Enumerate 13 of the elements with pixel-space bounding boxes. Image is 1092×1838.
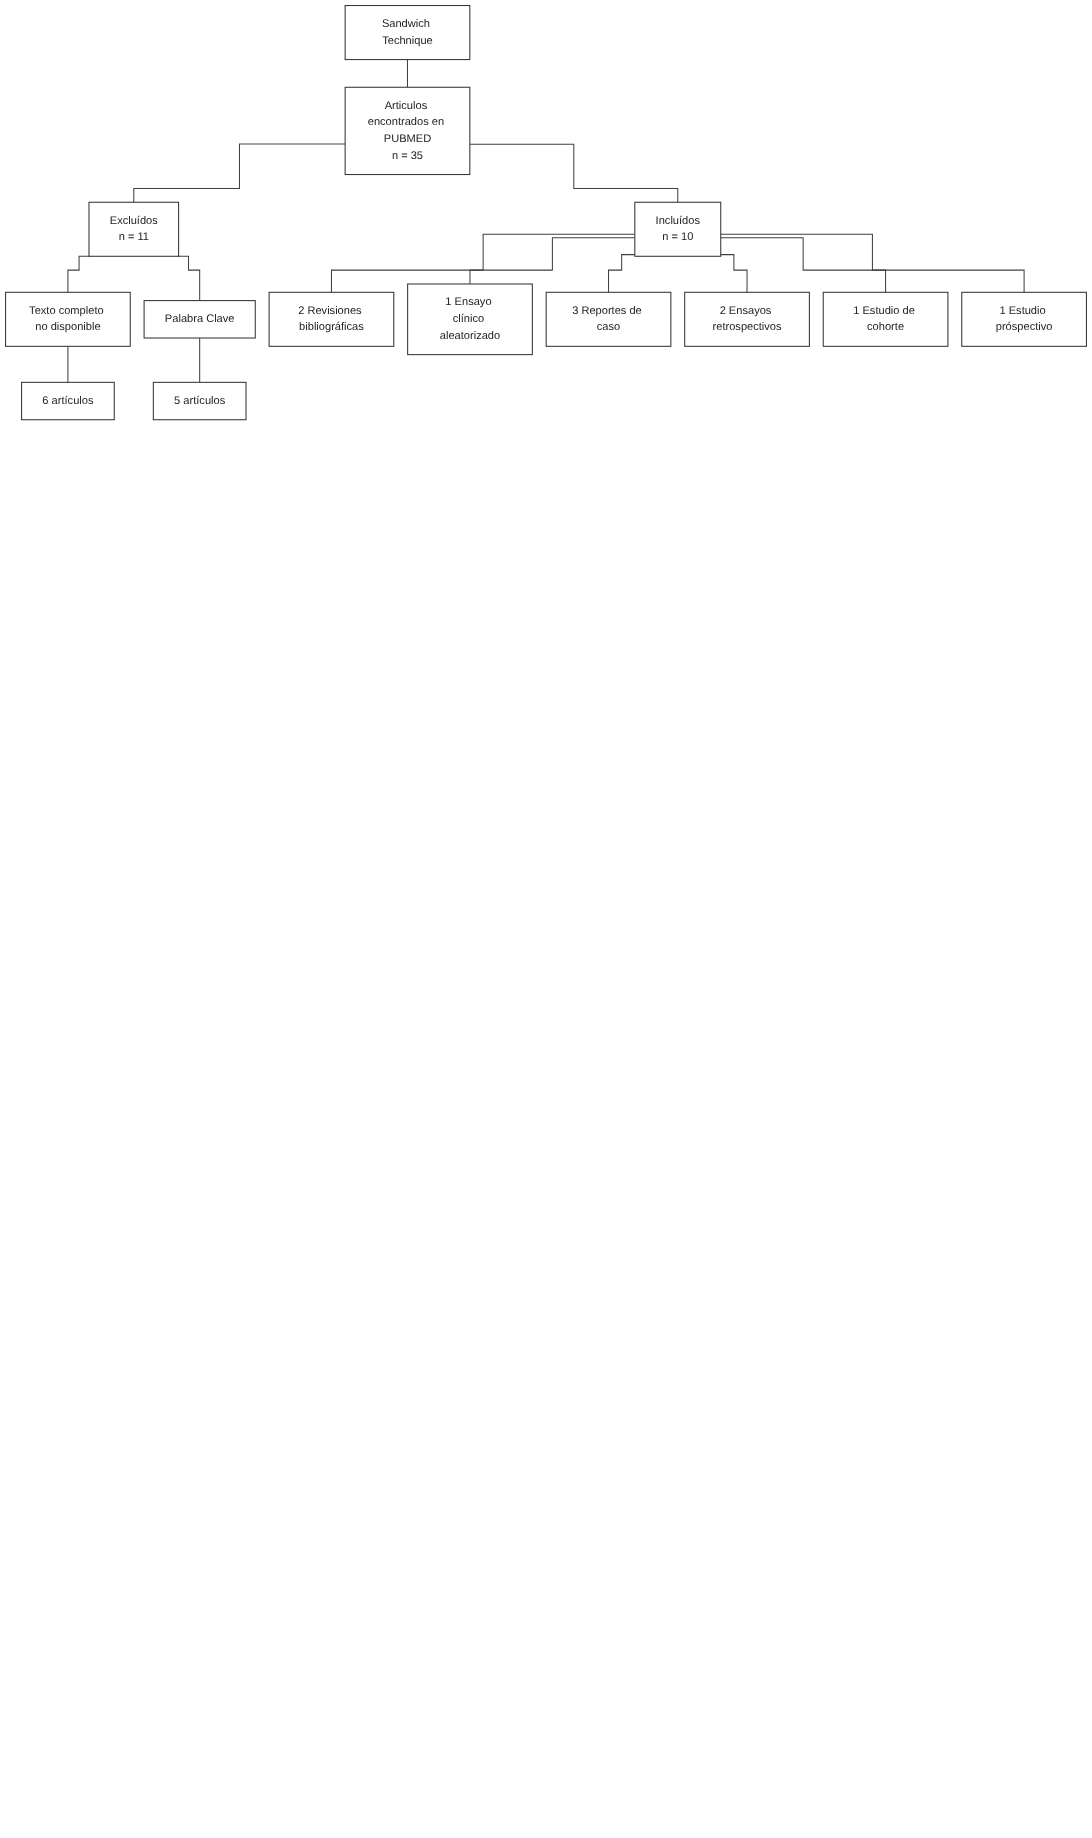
connector [67, 255, 91, 293]
connector [469, 143, 679, 203]
connector [720, 254, 748, 293]
connector [469, 237, 636, 285]
connector [67, 345, 69, 383]
connector [720, 237, 887, 293]
connector [608, 254, 636, 293]
connector [133, 143, 346, 203]
connector [199, 337, 201, 383]
connector [720, 233, 1025, 293]
connector [406, 59, 408, 88]
connector [330, 233, 636, 293]
connector [176, 255, 201, 302]
